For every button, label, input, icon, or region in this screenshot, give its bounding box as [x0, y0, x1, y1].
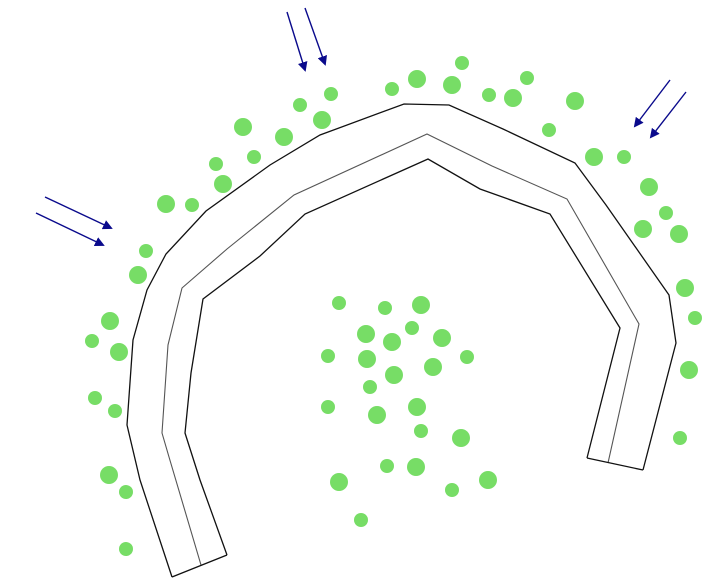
particle-circle — [275, 128, 293, 146]
particle-circle — [380, 459, 394, 473]
particle-circle — [101, 312, 119, 330]
particle-circle — [209, 157, 223, 171]
particle-circle — [676, 279, 694, 297]
particle-circle — [433, 329, 451, 347]
particle-circle — [414, 424, 428, 438]
arrow-icon — [45, 197, 111, 228]
particle-circle — [670, 225, 688, 243]
particle-circle — [214, 175, 232, 193]
arrow-icon — [287, 12, 305, 70]
particle-circle — [460, 350, 474, 364]
particle-circle — [659, 206, 673, 220]
particle-circle — [634, 220, 652, 238]
particle-circle — [688, 311, 702, 325]
particle-circle — [520, 71, 534, 85]
particle-circle — [408, 398, 426, 416]
particle-circle — [443, 76, 461, 94]
particle-circle — [330, 473, 348, 491]
particle-circle — [405, 321, 419, 335]
particle-circle — [385, 366, 403, 384]
particle-circle — [680, 361, 698, 379]
particle-circle — [332, 296, 346, 310]
particle-circle — [293, 98, 307, 112]
particle-circle — [129, 266, 147, 284]
particle-circle — [321, 349, 335, 363]
particle-circle — [482, 88, 496, 102]
particle-circle — [119, 485, 133, 499]
particle-circle — [479, 471, 497, 489]
particle-circle — [445, 483, 459, 497]
particle-circle — [452, 429, 470, 447]
particle-circle — [408, 70, 426, 88]
particle-circle — [617, 150, 631, 164]
particle-circle — [357, 325, 375, 343]
particle-circle — [88, 391, 102, 405]
particle-circle — [504, 89, 522, 107]
particle-circle — [247, 150, 261, 164]
particle-circle — [108, 404, 122, 418]
particle-circle — [185, 198, 199, 212]
particle-circle — [566, 92, 584, 110]
particle-circle — [640, 178, 658, 196]
particle-circle — [324, 87, 338, 101]
particle-circle — [407, 458, 425, 476]
particle-circle — [358, 350, 376, 368]
particle-circle — [363, 380, 377, 394]
particle-circle — [368, 406, 386, 424]
particle-circle — [110, 343, 128, 361]
wall-center-line — [162, 134, 639, 565]
particle-circle — [673, 431, 687, 445]
particle-circle — [313, 111, 331, 129]
wall-end-cap-right — [587, 458, 643, 470]
particle-circle — [585, 148, 603, 166]
curved-membrane-wall — [127, 104, 676, 577]
particle-circle — [321, 400, 335, 414]
particle-circle — [385, 82, 399, 96]
particle-circle — [542, 123, 556, 137]
particle-circle — [139, 244, 153, 258]
particle-circle — [378, 301, 392, 315]
particle-circle — [383, 333, 401, 351]
particle-circle — [100, 466, 118, 484]
particle-circle — [85, 334, 99, 348]
particle-circle — [424, 358, 442, 376]
inward-arrows — [36, 8, 686, 245]
arrow-icon — [305, 8, 325, 64]
particle-circle — [234, 118, 252, 136]
particle-circle — [354, 513, 368, 527]
arrow-icon — [36, 213, 103, 245]
particle-circle — [455, 56, 469, 70]
particle-circle — [412, 296, 430, 314]
wall-inner-edge — [185, 159, 620, 555]
particle-circle — [119, 542, 133, 556]
particle-circle — [157, 195, 175, 213]
